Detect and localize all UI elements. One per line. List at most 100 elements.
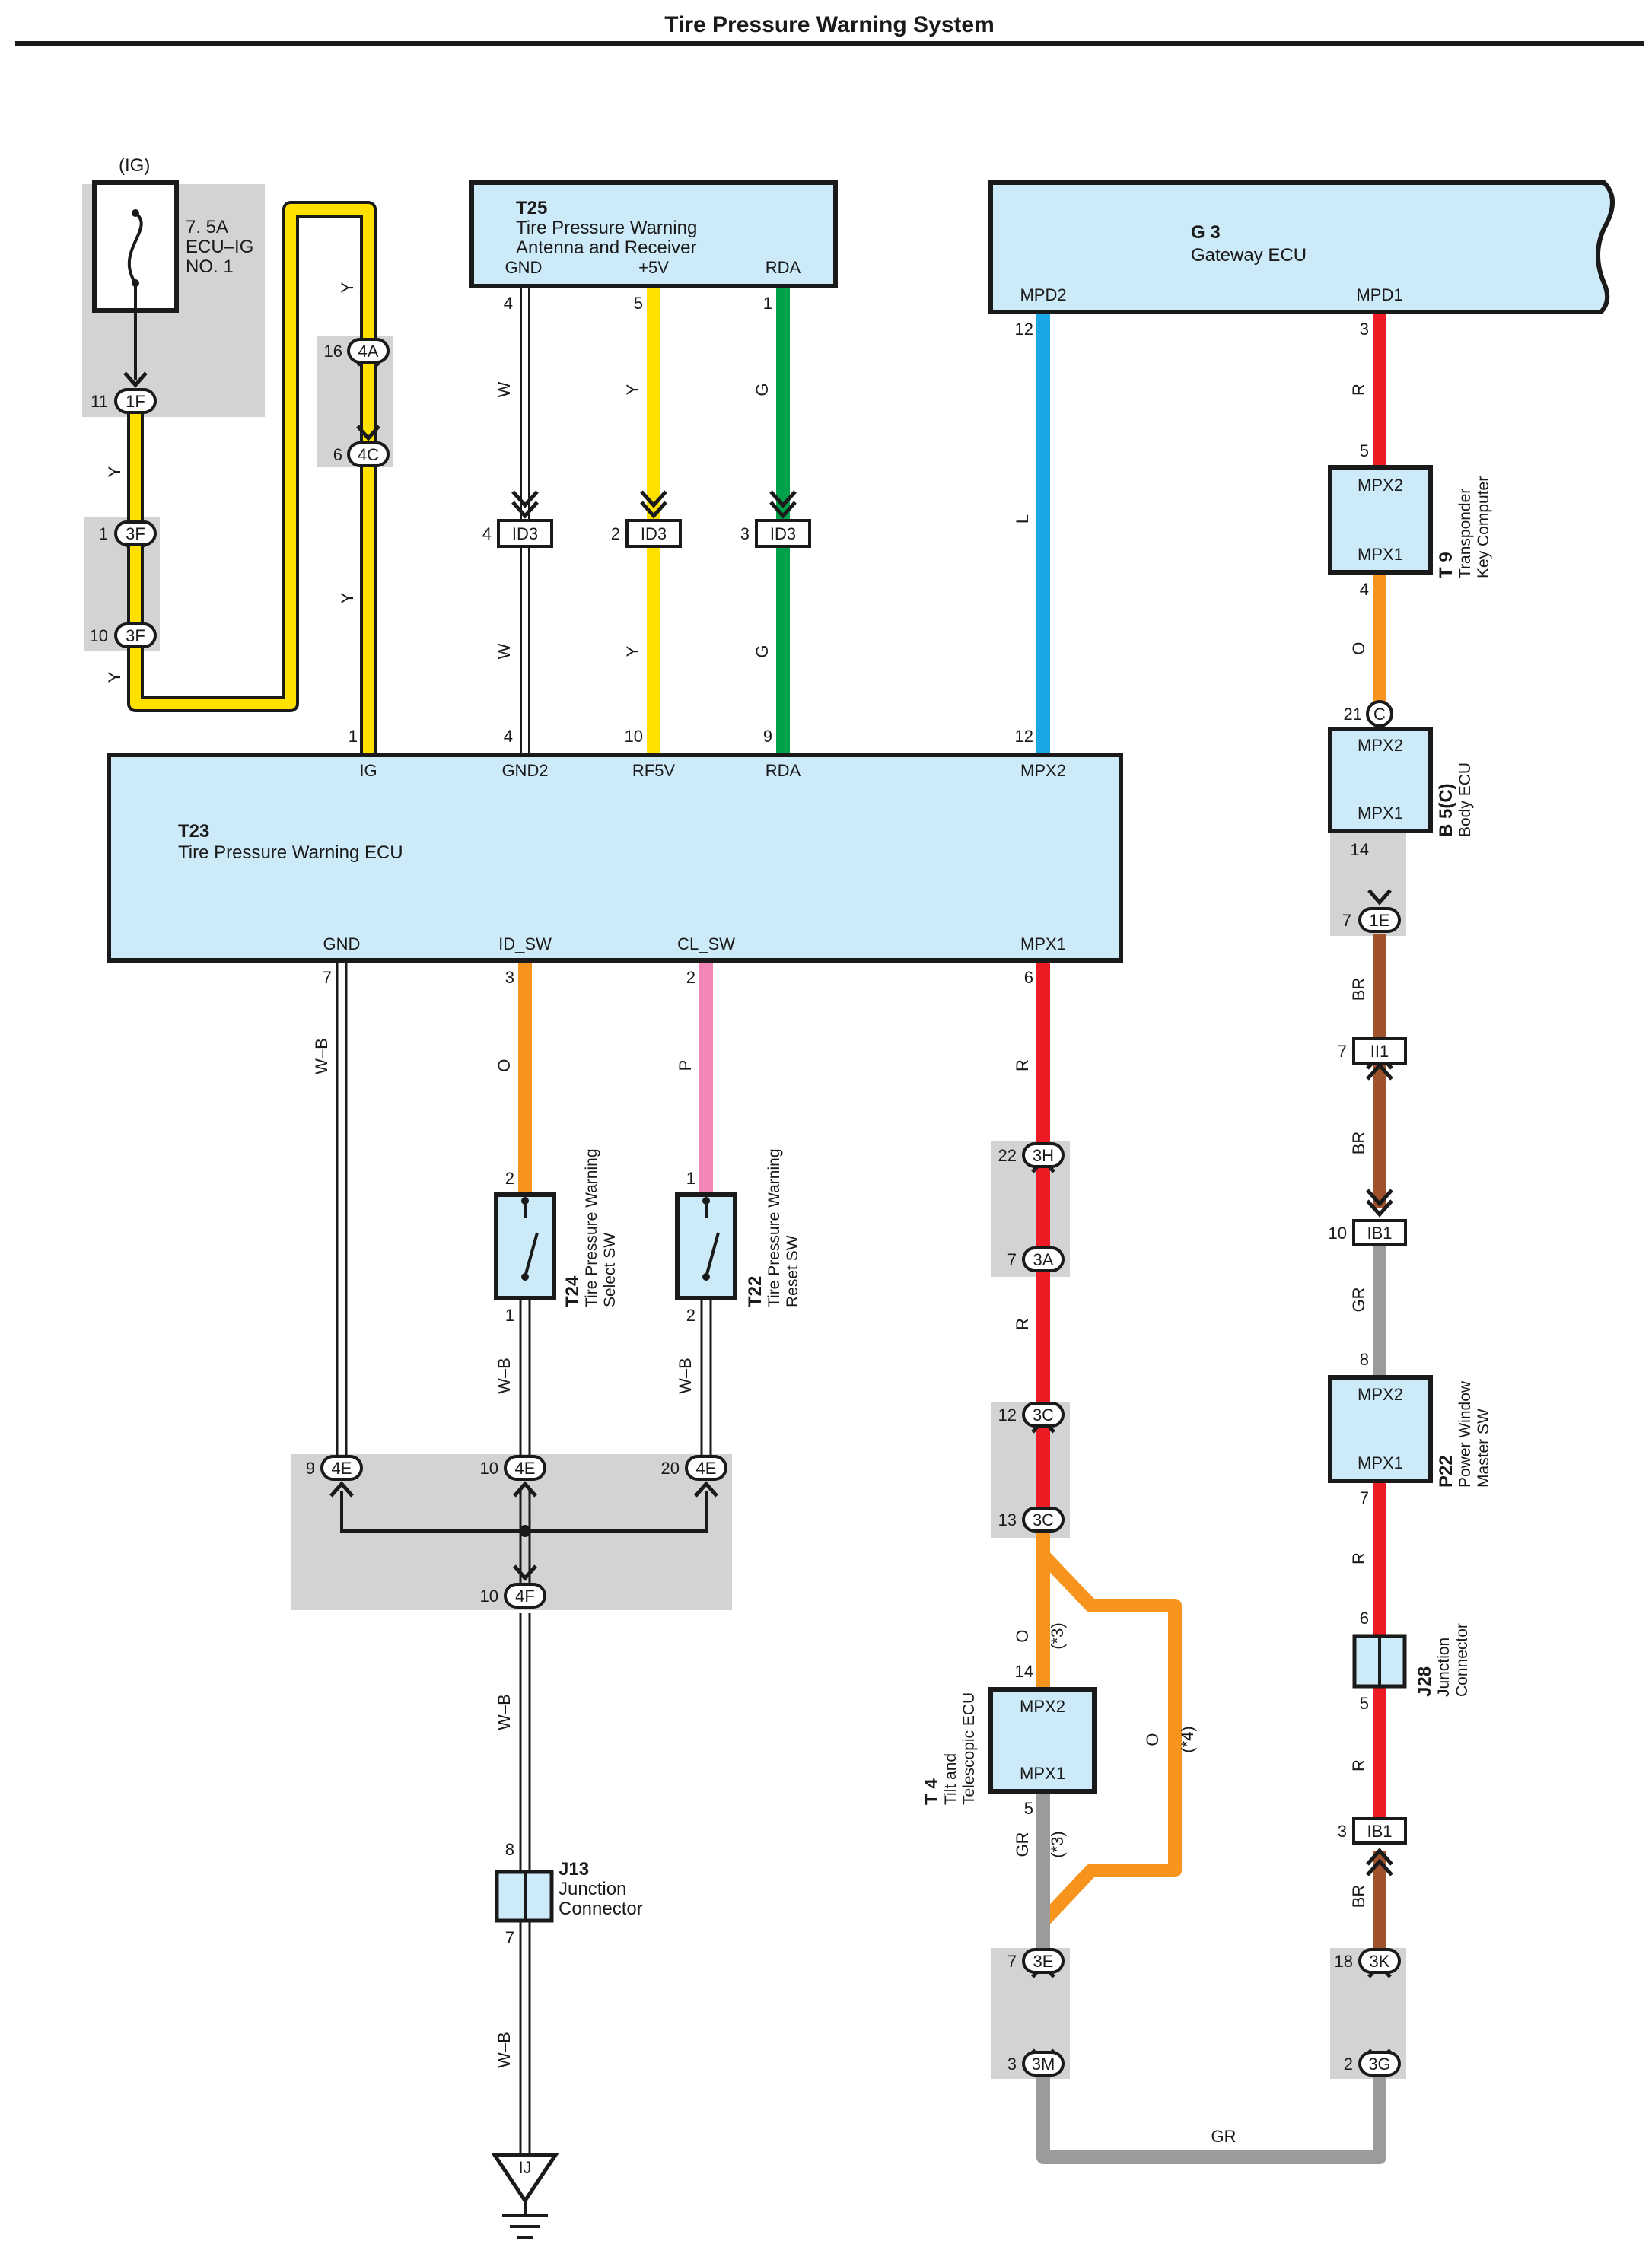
svg-text:4: 4 <box>482 524 492 543</box>
connector-4A: 4A <box>347 338 390 364</box>
page-title: Tire Pressure Warning System <box>664 12 995 37</box>
b5-id: B 5(C) <box>1436 783 1456 837</box>
g3-id: G 3 <box>1191 222 1221 243</box>
connector-3K: 3K <box>1358 1948 1401 1974</box>
t23-id: T23 <box>178 821 209 842</box>
svg-text:10: 10 <box>625 727 643 746</box>
connector-4C: 4C <box>347 441 390 467</box>
g3-name: Gateway ECU <box>1191 245 1307 266</box>
b5-name: Body ECU <box>1456 762 1474 837</box>
connector-3G: 3G <box>1358 2051 1401 2077</box>
connector-IB1-bottom: IB1 <box>1352 1817 1407 1845</box>
svg-text:7: 7 <box>1342 911 1351 930</box>
j13-id: J13 <box>559 1859 589 1880</box>
svg-text:5: 5 <box>1360 441 1369 460</box>
svg-text:ID3: ID3 <box>641 524 667 543</box>
svg-text:2: 2 <box>611 524 620 543</box>
component-b5: MPX2 MPX1 B 5(C) Body ECU <box>1328 727 1474 837</box>
svg-text:3C: 3C <box>1033 1405 1054 1424</box>
svg-text:4F: 4F <box>515 1587 535 1606</box>
svg-text:GR: GR <box>1013 1832 1032 1857</box>
connector-1F: 1F <box>114 388 157 414</box>
ground-ij: IJ <box>491 2153 559 2239</box>
t25-name-line2: Antenna and Receiver <box>516 237 697 258</box>
t25-pin-rda: RDA <box>766 258 801 277</box>
component-t4: MPX2 MPX1 T 4 Tilt and Telescopic ECU <box>921 1687 1097 1805</box>
svg-text:R: R <box>1013 1318 1032 1330</box>
svg-text:10: 10 <box>480 1587 498 1606</box>
fuse-ecu-ig: (IG) 7. 5A ECU–IG NO. 1 <box>92 155 253 380</box>
svg-text:6: 6 <box>333 445 342 464</box>
svg-text:Y: Y <box>338 592 357 603</box>
svg-text:3H: 3H <box>1033 1146 1054 1165</box>
svg-text:14: 14 <box>1351 840 1369 859</box>
connector-3F-bottom: 3F <box>114 622 157 648</box>
t24-id: T24 <box>562 1275 583 1307</box>
svg-text:5: 5 <box>634 294 643 313</box>
t4-name-line2: Telescopic ECU <box>960 1692 978 1805</box>
svg-text:W: W <box>495 381 514 397</box>
svg-text:12: 12 <box>998 1405 1017 1424</box>
svg-text:3: 3 <box>1007 2055 1017 2074</box>
t22-name-line1: Tire Pressure Warning <box>766 1148 783 1307</box>
j13-name-line2: Connector <box>559 1899 643 1919</box>
title-rule <box>15 41 1644 46</box>
svg-text:W: W <box>495 643 514 659</box>
svg-text:O: O <box>495 1058 514 1071</box>
svg-text:13: 13 <box>998 1510 1017 1529</box>
t23-pin-rda: RDA <box>766 761 801 780</box>
svg-text:3K: 3K <box>1370 1952 1390 1971</box>
component-t9: MPX2 MPX1 T 9 Transponder Key Computer <box>1328 465 1492 578</box>
t25-id: T25 <box>516 198 547 218</box>
t23-name: Tire Pressure Warning ECU <box>178 842 403 863</box>
svg-text:BR: BR <box>1349 1885 1368 1908</box>
svg-text:BR: BR <box>1349 978 1368 1001</box>
pin-numbers: 11 1 10 16 6 1 4 4 4 5 2 10 1 3 9 12 12 … <box>90 294 1369 2074</box>
connector-4E-9: 4E <box>320 1455 363 1481</box>
svg-text:II1: II1 <box>1370 1042 1389 1061</box>
svg-text:3: 3 <box>1360 320 1369 339</box>
svg-text:R: R <box>1349 1552 1368 1564</box>
svg-text:GR: GR <box>1211 2127 1237 2146</box>
svg-text:9: 9 <box>763 727 772 746</box>
svg-text:2: 2 <box>686 968 695 987</box>
t22-name-line2: Reset SW <box>784 1235 801 1307</box>
svg-text:Y: Y <box>338 282 357 293</box>
svg-text:C: C <box>1373 705 1386 724</box>
svg-text:1: 1 <box>99 524 108 543</box>
svg-text:MPX2: MPX2 <box>1358 736 1403 755</box>
connector-3M: 3M <box>1022 2051 1065 2077</box>
connector-3E: 3E <box>1022 1948 1065 1974</box>
svg-text:(*3): (*3) <box>1048 1622 1067 1649</box>
svg-text:R: R <box>1349 384 1368 396</box>
svg-text:3: 3 <box>505 968 514 987</box>
svg-text:18: 18 <box>1335 1952 1353 1971</box>
svg-text:12: 12 <box>1015 727 1033 746</box>
svg-text:Y: Y <box>623 645 642 657</box>
t25-pin-5v: +5V <box>638 258 669 277</box>
connector-3C-bottom: 3C <box>1022 1507 1065 1533</box>
svg-text:1F: 1F <box>126 392 145 411</box>
connector-4F: 4F <box>504 1583 546 1609</box>
fuse-rating: 7. 5A <box>186 217 228 237</box>
connector-C: C <box>1366 700 1393 727</box>
component-j28: J28 Junction Connector <box>1352 1623 1471 1697</box>
connector-IB1-top: IB1 <box>1352 1219 1407 1246</box>
svg-text:7: 7 <box>1007 1250 1017 1269</box>
t9-name-line2: Key Computer <box>1475 476 1492 578</box>
svg-text:7: 7 <box>505 1928 514 1947</box>
t23-pin-mpx1: MPX1 <box>1020 934 1066 953</box>
svg-text:(*3): (*3) <box>1048 1831 1067 1857</box>
j28-name-line1: Junction <box>1435 1638 1453 1697</box>
j28-id: J28 <box>1415 1666 1435 1697</box>
connector-3H: 3H <box>1022 1142 1065 1168</box>
t22-id: T22 <box>745 1276 766 1307</box>
fuse-name-line1: ECU–IG <box>186 237 253 257</box>
svg-text:3: 3 <box>1338 1822 1347 1841</box>
t23-pin-rf5v: RF5V <box>632 761 676 780</box>
svg-text:2: 2 <box>686 1306 695 1325</box>
svg-text:9: 9 <box>306 1459 315 1478</box>
svg-text:4E: 4E <box>515 1459 536 1478</box>
svg-text:7: 7 <box>323 968 332 987</box>
